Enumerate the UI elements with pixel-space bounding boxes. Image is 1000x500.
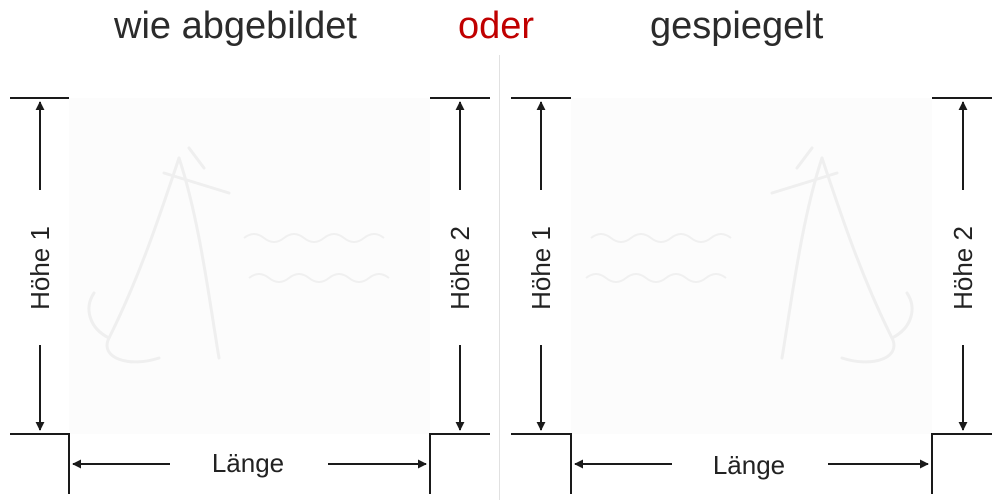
right-watermark-icon	[585, 146, 914, 364]
right-length-label: Länge	[712, 450, 786, 480]
left-height1-label: Höhe 1	[25, 226, 55, 310]
left-height2-label: Höhe 2	[445, 226, 475, 310]
right-height2-label: Höhe 2	[948, 226, 978, 310]
left-length-label: Länge	[211, 448, 285, 478]
title-mirrored: gespiegelt	[650, 5, 824, 47]
right-bottom-corner-l	[511, 433, 572, 494]
left-shape-area	[69, 98, 430, 434]
left-watermark-icon	[87, 146, 390, 364]
right-bottom-corner-r	[931, 433, 992, 494]
title-or: oder	[458, 5, 535, 47]
title-as-shown: wie abgebildet	[114, 5, 357, 47]
right-shape-area	[571, 98, 932, 434]
left-bottom-corner-l	[10, 433, 70, 494]
right-height1-label: Höhe 1	[526, 226, 556, 310]
center-divider	[499, 55, 500, 500]
left-bottom-corner-r	[429, 433, 490, 494]
